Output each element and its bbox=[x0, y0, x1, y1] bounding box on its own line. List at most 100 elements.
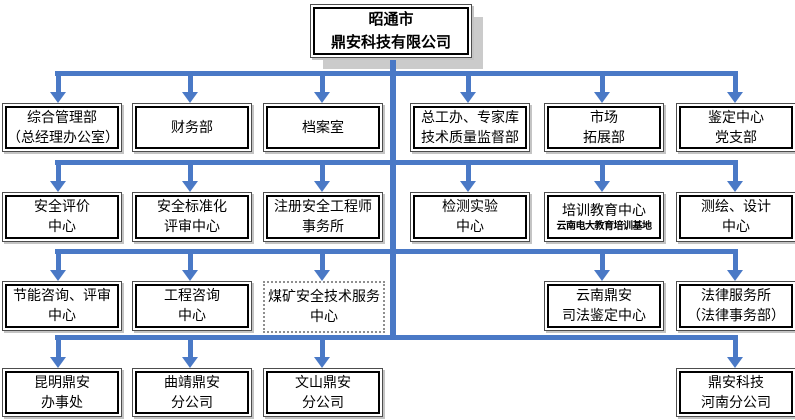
org-box-label: 煤矿安全技术服务 中心 bbox=[267, 285, 381, 329]
org-box-label: 培训教育中心 云南电大教育培训基地 bbox=[547, 195, 661, 239]
label-line2: 中心 bbox=[310, 308, 338, 324]
label-line2: 技术质量监督部 bbox=[421, 128, 519, 145]
connector-row3-stub bbox=[320, 249, 325, 271]
org-box-label: 工程咨询 中心 bbox=[135, 284, 249, 328]
label-line2: 中心 bbox=[48, 218, 76, 234]
connector-row2-stub bbox=[466, 160, 471, 182]
label-line2: 中心 bbox=[456, 218, 484, 234]
connector-row2-stub bbox=[188, 160, 193, 182]
org-box-label: 鼎安科技 河南分公司 bbox=[679, 371, 793, 414]
org-box-root-company: 昭通市 鼎安科技有限公司 bbox=[310, 4, 472, 58]
org-box-judicial-appraisal: 云南鼎安 司法鉴定中心 bbox=[544, 281, 664, 331]
arrowhead-icon bbox=[50, 181, 66, 192]
label-line1: 档案室 bbox=[302, 118, 344, 135]
connector-row4-line bbox=[55, 335, 738, 340]
org-box-safety-standardization: 安全标准化 评审中心 bbox=[132, 192, 252, 242]
label-line2: 司法鉴定中心 bbox=[562, 307, 646, 323]
org-box-label: 安全评价 中心 bbox=[5, 195, 119, 239]
connector-row4-stub bbox=[733, 335, 738, 358]
label-line1: 安全标准化 bbox=[157, 198, 227, 215]
arrowhead-icon bbox=[314, 357, 330, 368]
label-line1: 总工办、专家库 bbox=[421, 108, 519, 125]
label-line1: 昆明鼎安 bbox=[34, 373, 90, 390]
org-box-label: 财务部 bbox=[135, 106, 249, 149]
org-box-label: 曲靖鼎安 分公司 bbox=[135, 371, 249, 414]
arrowhead-icon bbox=[460, 181, 476, 192]
org-box-archives: 档案室 bbox=[263, 103, 383, 152]
connector-row2-line bbox=[55, 160, 738, 165]
label-line1: 鼎安科技 bbox=[708, 373, 764, 390]
connector-row2-stub bbox=[320, 160, 325, 182]
org-box-label: 注册安全工程师 事务所 bbox=[266, 195, 380, 239]
org-box-qujing-branch: 曲靖鼎安 分公司 bbox=[132, 368, 252, 417]
arrowhead-icon bbox=[314, 92, 330, 103]
label-line2: 河南分公司 bbox=[701, 393, 771, 410]
connector-row2-stub bbox=[56, 160, 61, 182]
org-box-label: 检测实验 中心 bbox=[413, 195, 527, 239]
label-line2: 办事处 bbox=[41, 393, 83, 410]
org-box-label: 综合管理部 （总经理办公室） bbox=[5, 106, 119, 149]
arrowhead-icon bbox=[314, 270, 330, 281]
org-box-testing-lab: 检测实验 中心 bbox=[410, 192, 530, 242]
label-line2: 分公司 bbox=[171, 393, 213, 410]
org-box-label: 文山鼎安 分公司 bbox=[266, 371, 380, 414]
label-line2: 中心 bbox=[722, 218, 750, 234]
org-box-chief-engineer-office: 总工办、专家库 技术质量监督部 bbox=[410, 103, 530, 152]
connector-row1-stub bbox=[733, 71, 738, 93]
org-box-general-management: 综合管理部 （总经理办公室） bbox=[2, 103, 122, 152]
org-box-label: 安全标准化 评审中心 bbox=[135, 195, 249, 239]
connector-row1-stub bbox=[188, 71, 193, 93]
connector-row3-stub bbox=[56, 249, 61, 271]
org-box-appraisal-party-branch: 鉴定中心 党支部 bbox=[676, 103, 795, 152]
connector-row3-line bbox=[55, 249, 738, 254]
org-box-engineering-consulting: 工程咨询 中心 bbox=[132, 281, 252, 331]
org-box-finance: 财务部 bbox=[132, 103, 252, 152]
arrowhead-icon bbox=[727, 357, 743, 368]
connector-row1-stub bbox=[56, 71, 61, 93]
org-box-market-expansion: 市场 拓展部 bbox=[544, 103, 664, 152]
org-box-training-education: 培训教育中心 云南电大教育培训基地 bbox=[544, 192, 664, 242]
arrowhead-icon bbox=[460, 92, 476, 103]
org-box-coal-mine-safety: 煤矿安全技术服务 中心 bbox=[263, 281, 385, 333]
connector-row1-line bbox=[55, 71, 738, 76]
label-line1: 检测实验 bbox=[442, 198, 498, 215]
label-line1: 曲靖鼎安 bbox=[164, 373, 220, 390]
label-line2: 中心 bbox=[178, 307, 206, 323]
org-box-label: 市场 拓展部 bbox=[547, 106, 661, 149]
root-line1: 昭通市 bbox=[368, 10, 414, 28]
root-line2: 鼎安科技有限公司 bbox=[330, 34, 451, 51]
connector-row4-stub bbox=[56, 335, 61, 358]
label-line1: 煤矿安全技术服务 bbox=[268, 288, 380, 305]
arrowhead-icon bbox=[182, 92, 198, 103]
label-line1: 综合管理部 bbox=[27, 108, 97, 125]
label-line1: 市场 bbox=[590, 108, 618, 125]
label-line1: 鉴定中心 bbox=[708, 108, 764, 125]
arrowhead-icon bbox=[594, 270, 610, 281]
arrowhead-icon bbox=[727, 92, 743, 103]
arrowhead-icon bbox=[182, 270, 198, 281]
connector-row1-stub bbox=[320, 71, 325, 93]
org-box-label: 鉴定中心 党支部 bbox=[679, 106, 793, 149]
label-subtext: 云南电大教育培训基地 bbox=[556, 221, 653, 233]
arrowhead-icon bbox=[182, 181, 198, 192]
arrowhead-icon bbox=[594, 181, 610, 192]
label-line1: 培训教育中心 bbox=[562, 201, 646, 218]
label-line1: 法律服务所 bbox=[701, 287, 771, 304]
org-box-energy-consulting: 节能咨询、评审 中心 bbox=[2, 281, 122, 331]
org-box-safety-evaluation: 安全评价 中心 bbox=[2, 192, 122, 242]
label-line1: 测绘、设计 bbox=[701, 198, 771, 215]
arrowhead-icon bbox=[50, 92, 66, 103]
connector-row3-stub bbox=[733, 249, 738, 271]
label-line1: 注册安全工程师 bbox=[274, 198, 372, 215]
arrowhead-icon bbox=[727, 270, 743, 281]
arrowhead-icon bbox=[594, 92, 610, 103]
label-line1: 财务部 bbox=[171, 118, 213, 135]
label-line1: 云南鼎安 bbox=[576, 287, 632, 304]
connector-row2-stub bbox=[733, 160, 738, 182]
connector-row1-stub bbox=[600, 71, 605, 93]
org-box-surveying-design: 测绘、设计 中心 bbox=[676, 192, 795, 242]
org-box-legal-service: 法律服务所 （法律事务部） bbox=[676, 281, 795, 331]
connector-row1-stub bbox=[466, 71, 471, 93]
arrowhead-icon bbox=[50, 357, 66, 368]
